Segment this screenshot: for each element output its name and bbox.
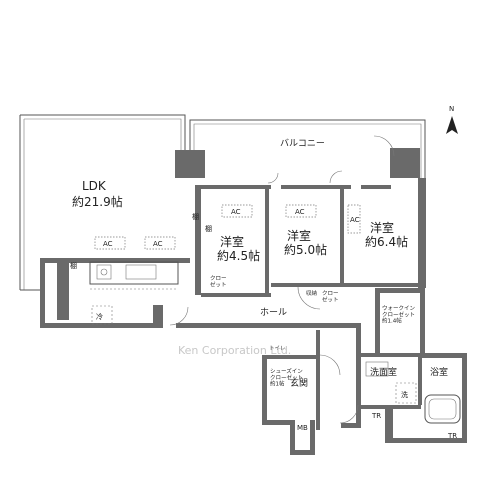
svg-text:AC: AC [153,240,163,248]
room3-name: 洋室 [370,220,394,235]
storage-label: 収納 [306,289,318,297]
fridge-space: 冷 [91,305,113,325]
closet-label-2: クローゼット [210,275,227,288]
room2-size: 約5.0帖 [284,242,327,257]
tr-label-2: TR [447,432,457,440]
room1-size: 約4.5帖 [217,248,260,263]
fridge-label: 冷 [96,312,103,321]
room1-name: 洋室 [220,234,244,249]
shoes-closet-label: シューズインクローゼット約1帖 [270,367,303,388]
bathtub [424,394,461,424]
shelf-label-2: 棚 [205,224,212,233]
north-compass-icon: N [446,105,458,134]
ldk-name: LDK [82,179,107,193]
shelf-label-3: 棚 [70,261,77,270]
watermark: Ken Corporation Ltd. [178,344,291,357]
closet-label: クローゼット [322,290,339,303]
toilet-label: トイレ [269,346,286,352]
room3-size: 約6.4帖 [365,234,408,249]
svg-text:AC: AC [350,216,360,224]
svg-text:AC: AC [103,240,113,248]
shelf-label-1: 棚 [192,212,199,221]
walkin-closet-label: ウォークインクローゼット約1.4帖 [382,304,416,325]
compass-label: N [449,105,454,113]
interior-walls [201,185,422,443]
kitchen-counter [89,261,179,290]
room2-name: 洋室 [287,228,311,243]
washroom-label: 洗面室 [370,366,397,378]
entrance-label: 玄関 [290,377,308,389]
svg-text:AC: AC [231,208,241,216]
ldk-size: 約21.9帖 [72,194,123,209]
washer-space: 洗 [395,382,417,404]
door-swings [169,135,395,424]
washer-label: 洗 [401,390,408,399]
svg-text:AC: AC [295,208,305,216]
mb-label: MB [297,424,308,432]
tr-label-1: TR [371,412,381,420]
balcony-outline [19,114,426,291]
outer-walls [40,148,467,455]
hall-label: ホール [260,307,287,318]
bathroom-label: 浴室 [430,366,448,378]
wash-basin [365,361,389,377]
ac-units: AC AC AC AC AC [94,204,361,250]
balcony-label: バルコニー [280,138,325,149]
